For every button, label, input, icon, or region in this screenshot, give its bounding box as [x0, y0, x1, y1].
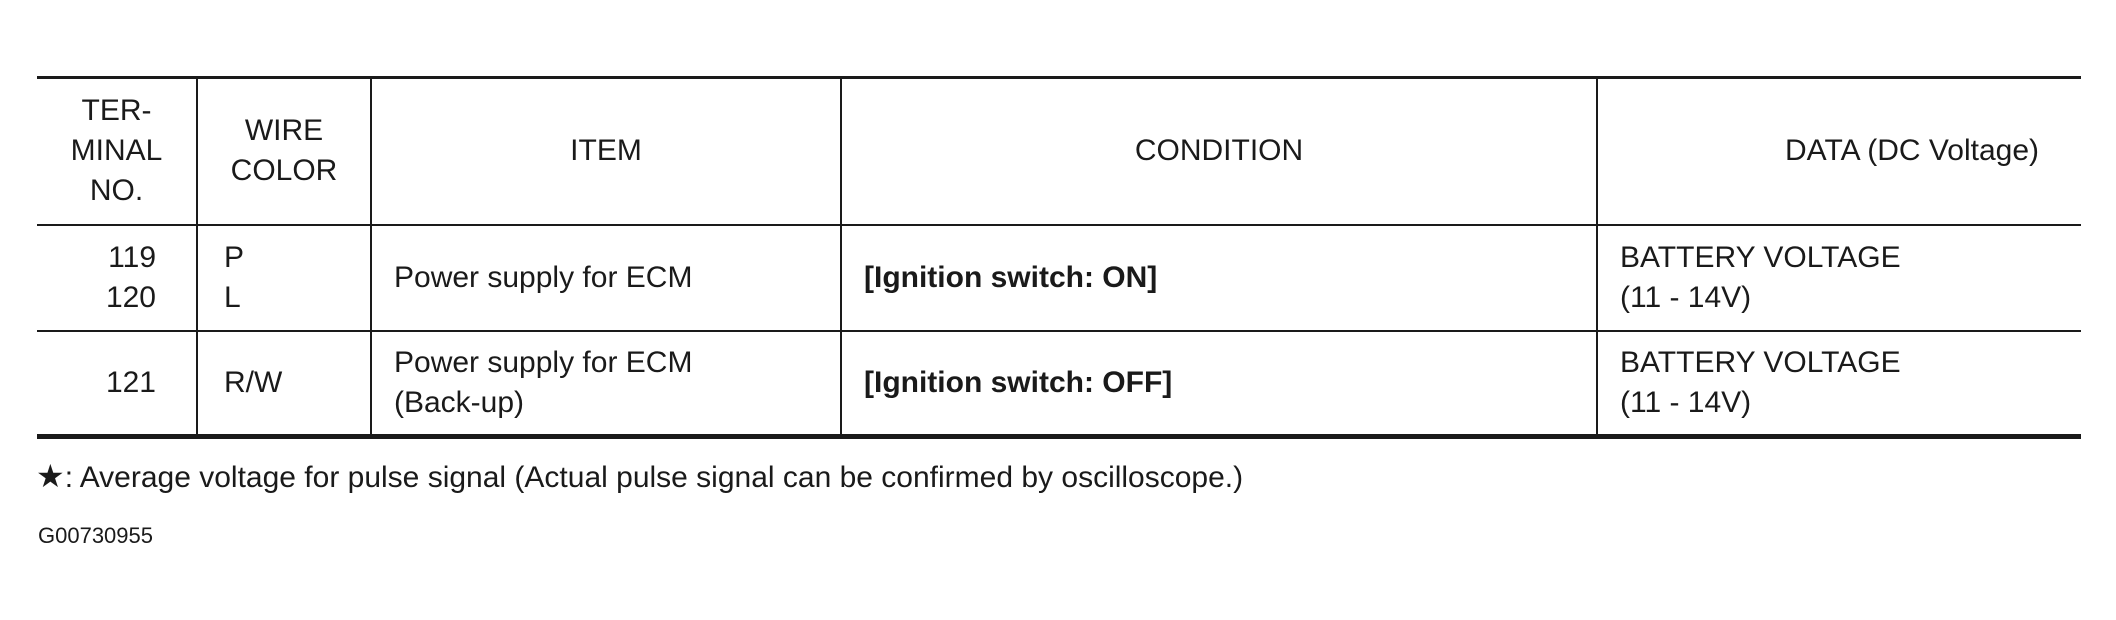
wire-color-cell: P L — [196, 224, 372, 332]
terminal-cell: 121 — [37, 330, 198, 437]
terminal-cell: 119 120 — [37, 224, 198, 332]
data-cell: BATTERY VOLTAGE (11 - 14V) — [1596, 224, 2081, 332]
header-item: ITEM — [370, 77, 842, 226]
item-cell: Power supply for ECM (Back-up) — [370, 330, 842, 437]
ecm-terminal-table: TER- MINAL NO. WIRE COLOR ITEM CONDITION… — [37, 76, 2081, 439]
footnote-text: : Average voltage for pulse signal (Actu… — [64, 461, 1244, 494]
item-cell: Power supply for ECM — [370, 224, 842, 332]
footnote: ★: Average voltage for pulse signal (Act… — [36, 456, 1243, 498]
header-terminal-no: TER- MINAL NO. — [37, 77, 198, 226]
header-condition: CONDITION — [840, 77, 1598, 226]
table-row: 121 R/W Power supply for ECM (Back-up) [… — [37, 330, 2081, 437]
condition-cell: [Ignition switch: OFF] — [840, 330, 1598, 437]
data-cell: BATTERY VOLTAGE (11 - 14V) — [1596, 330, 2081, 437]
header-data: DATA (DC Voltage) — [1596, 77, 2081, 226]
table-row: 119 120 P L Power supply for ECM [Igniti… — [37, 224, 2081, 332]
wire-color-cell: R/W — [196, 330, 372, 437]
star-icon: ★ — [36, 457, 65, 495]
header-wire-color: WIRE COLOR — [196, 77, 372, 226]
table-header-row: TER- MINAL NO. WIRE COLOR ITEM CONDITION… — [37, 77, 2081, 226]
condition-cell: [Ignition switch: ON] — [840, 224, 1598, 332]
figure-code: G00730955 — [38, 523, 153, 548]
